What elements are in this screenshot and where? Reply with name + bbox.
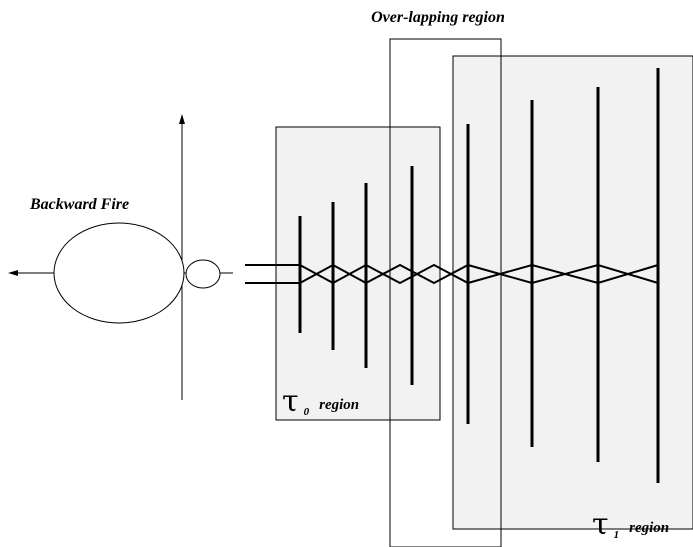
tau1-region-label: τ 1 region [592,507,669,542]
dipole-elements [298,68,660,483]
backward-lobe [53,222,185,324]
tau1-region-box [452,55,693,530]
overlap-region-label: Over-lapping region [371,9,505,26]
forward-lobe [185,259,221,289]
horizontal-axis-arrowhead [8,270,18,276]
backward-fire-label: Backward Fire [29,196,129,213]
overlap-region-box [389,38,502,547]
vertical-axis-arrowhead [179,114,185,124]
tau0-region-label: τ 0 region [282,384,359,419]
feed-line-lower [245,263,659,285]
